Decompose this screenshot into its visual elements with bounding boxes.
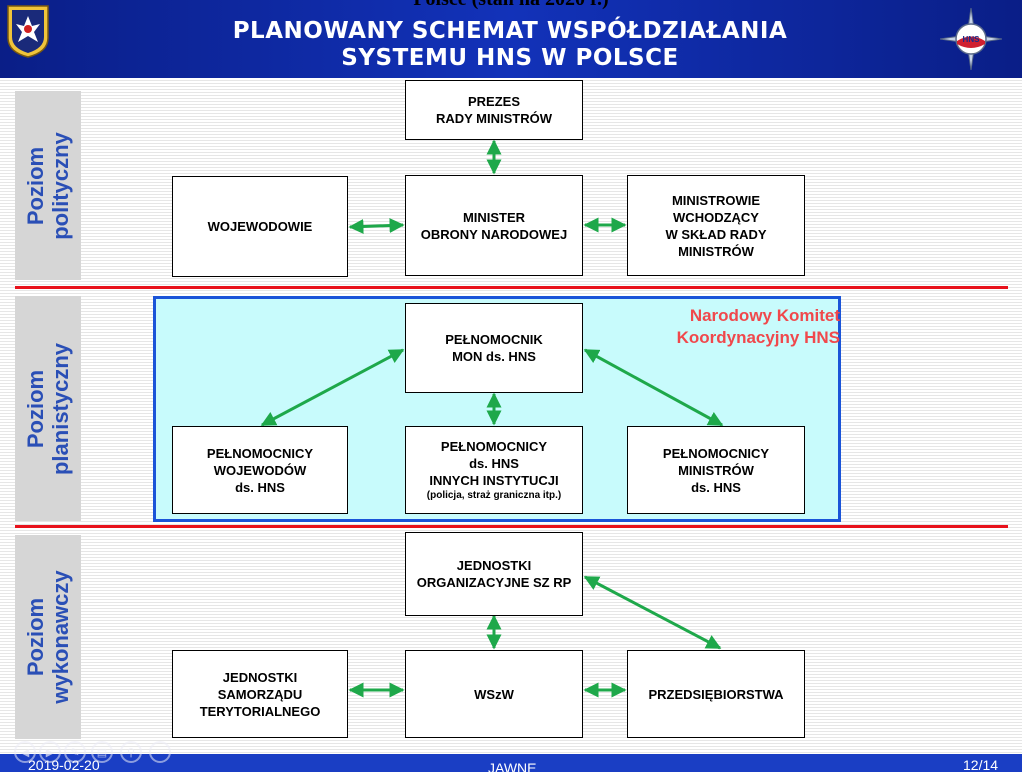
separator-line-planning bbox=[15, 525, 1008, 528]
prev-icon[interactable]: ◀ bbox=[14, 741, 36, 763]
slide-title-line-2: SYSTEMU HNS W POLSCE bbox=[341, 45, 679, 71]
box-przedsiebiorstwa: PRZEDSIĘBIORSTWA bbox=[627, 650, 805, 738]
box-pelnomocnik-mon: PEŁNOMOCNIK MON ds. HNS bbox=[405, 303, 583, 393]
header-bar bbox=[0, 0, 1022, 78]
box-jednostki-organizacyjne-szrp: JEDNOSTKI ORGANIZACYJNE SZ RP bbox=[405, 532, 583, 616]
footer-bar bbox=[0, 754, 1022, 772]
footer-date: 2019-02-20 bbox=[28, 757, 100, 773]
hns-compass-logo: HNS bbox=[940, 8, 1002, 70]
footer-classification: JAWNE bbox=[488, 760, 537, 776]
level-planning-panel: Poziom planistyczny bbox=[15, 296, 81, 521]
national-committee-label: Narodowy Komitet Koordynacyjny HNS bbox=[620, 305, 840, 349]
more-icon[interactable]: ⋯ bbox=[149, 741, 171, 763]
footer-page-number: 12/14 bbox=[963, 757, 999, 773]
military-emblem-icon bbox=[7, 5, 49, 58]
separator-line-political bbox=[15, 286, 1008, 289]
box-ministrowie: MINISTROWIE WCHODZĄCY W SKŁAD RADY MINIS… bbox=[627, 175, 805, 276]
arrow-wojewodowie-minister bbox=[348, 218, 405, 234]
arrow-pelnomocnik-ministrow bbox=[583, 348, 724, 427]
box-prezes-rady-ministrow: PREZES RADY MINISTRÓW bbox=[405, 80, 583, 140]
level-political-panel: Poziom polityczny bbox=[15, 91, 81, 280]
box-minister-obrony-narodowej: MINISTER OBRONY NARODOWEJ bbox=[405, 175, 583, 276]
slide-title-line-1: PLANOWANY SCHEMAT WSPÓŁDZIAŁANIA bbox=[232, 18, 788, 44]
level-executive-panel: Poziom wykonawczy bbox=[15, 535, 81, 739]
box-pelnomocnicy-ministrow: PEŁNOMOCNICY MINISTRÓW ds. HNS bbox=[627, 426, 805, 514]
box-jednostki-samorzadu: JEDNOSTKI SAMORZĄDU TERYTORIALNEGO bbox=[172, 650, 348, 738]
slides-icon[interactable]: ▤ bbox=[91, 741, 113, 763]
committee-label-line2: Koordynacyjny HNS bbox=[676, 328, 840, 347]
arrow-jednostki-przedsiebiorstwa bbox=[583, 575, 722, 650]
pen-icon[interactable]: ✎ bbox=[64, 741, 86, 763]
box-wszw: WSzW bbox=[405, 650, 583, 738]
zoom-icon[interactable]: ⚲ bbox=[120, 741, 142, 763]
box-pelnomocnicy-innych-instytucji: PEŁNOMOCNICY ds. HNS INNYCH INSTYTUCJI (… bbox=[405, 426, 583, 514]
box-pelnomocnicy-wojewodow: PEŁNOMOCNICY WOJEWODÓW ds. HNS bbox=[172, 426, 348, 514]
next-icon[interactable]: ▶ bbox=[39, 741, 61, 763]
box-wojewodowie: WOJEWODOWIE bbox=[172, 176, 348, 277]
hns-logo-text: HNS bbox=[963, 35, 981, 44]
top-title: Polsce (stan na 2020 r.) bbox=[0, 0, 1022, 11]
arrow-pelnomocnik-wojewodow bbox=[260, 348, 405, 427]
committee-label-line1: Narodowy Komitet bbox=[689, 306, 840, 325]
